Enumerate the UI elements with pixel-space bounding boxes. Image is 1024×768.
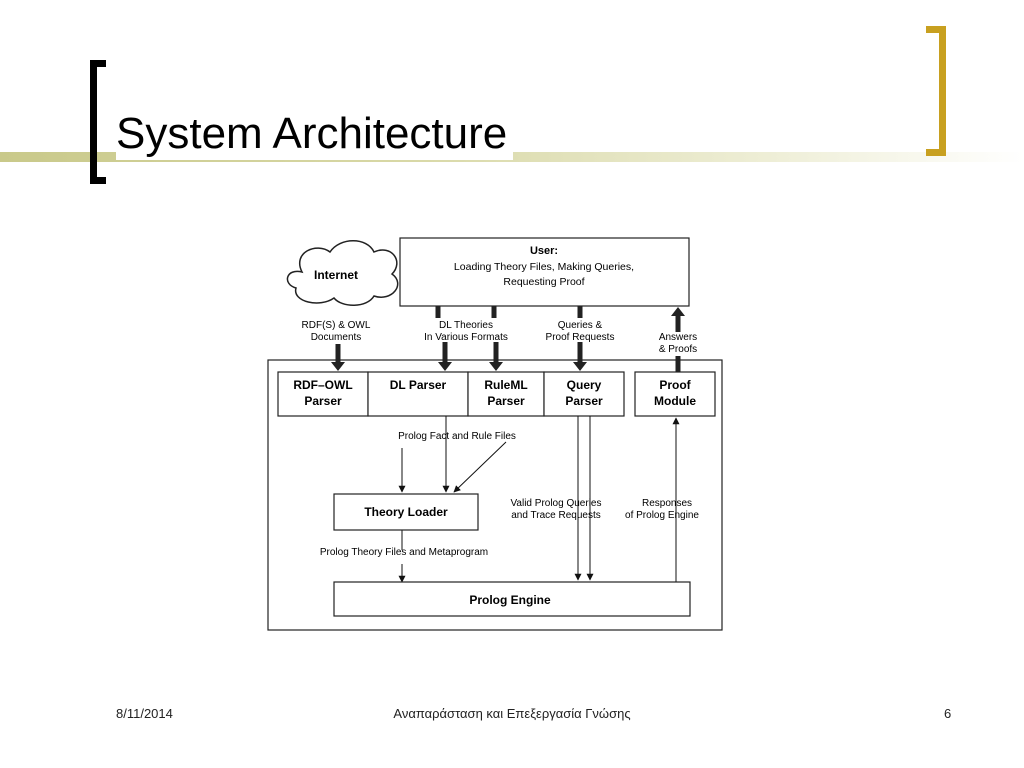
footer-course-title: Αναπαράσταση και Επεξεργασία Γνώσης xyxy=(393,706,631,721)
parser-row: RDF–OWL Parser DL Parser RuleML Parser Q… xyxy=(277,371,716,417)
ruleml-parser-label-2: Parser xyxy=(487,394,525,408)
prolog-fact-rule-label: Prolog Fact and Rule Files xyxy=(398,431,516,442)
user-line-1: Loading Theory Files, Making Queries, xyxy=(454,261,634,273)
internet-label: Internet xyxy=(314,268,358,282)
internet-cloud: Internet xyxy=(286,240,399,306)
proof-module-label-2: Module xyxy=(654,394,696,408)
valid-queries-label-1: Valid Prolog Queries xyxy=(511,498,602,509)
responses-label-2: of Prolog Engine xyxy=(625,510,699,521)
user-line-2: Requesting Proof xyxy=(503,276,584,288)
thick-arrows xyxy=(331,306,685,372)
prolog-engine-label: Prolog Engine xyxy=(469,593,551,607)
slide-title: System Architecture xyxy=(116,108,514,160)
proof-module-label-1: Proof xyxy=(659,378,691,392)
valid-queries-label-2: and Trace Requests xyxy=(511,510,601,521)
theory-loader-label: Theory Loader xyxy=(364,505,448,519)
theory-loader-box: Theory Loader xyxy=(333,493,479,531)
prolog-engine-box: Prolog Engine xyxy=(333,581,691,617)
user-box: User: Loading Theory Files, Making Queri… xyxy=(399,237,690,307)
queries-label-1: Queries & xyxy=(558,320,603,331)
queries-label-2: Proof Requests xyxy=(546,332,615,343)
user-title: User: xyxy=(530,245,558,257)
dl-parser-label: DL Parser xyxy=(390,378,447,392)
thin-arrows xyxy=(398,416,680,583)
rdf-docs-label-1: RDF(S) & OWL xyxy=(302,320,371,331)
rdf-docs-label-2: Documents xyxy=(311,332,362,343)
query-parser-label-1: Query xyxy=(567,378,602,392)
query-parser-label-2: Parser xyxy=(565,394,603,408)
rdf-owl-parser-label-1: RDF–OWL xyxy=(293,378,352,392)
dl-theories-label-2: In Various Formats xyxy=(424,332,508,343)
rdf-owl-parser-label-2: Parser xyxy=(304,394,342,408)
responses-label-1: Responses xyxy=(642,498,692,509)
page-number: 6 xyxy=(944,706,952,721)
right-bracket-decoration xyxy=(926,26,946,156)
footer-date: 8/11/2014 xyxy=(116,706,173,721)
ruleml-parser-label-1: RuleML xyxy=(484,378,527,392)
architecture-diagram: Internet User: Loading Theory Files, Mak… xyxy=(267,237,723,631)
dl-theories-label-1: DL Theories xyxy=(439,320,493,331)
left-bracket-decoration xyxy=(90,60,106,184)
answers-label-1: Answers xyxy=(659,332,697,343)
answers-label-2: & Proofs xyxy=(659,344,697,355)
prolog-theory-files-label: Prolog Theory Files and Metaprogram xyxy=(320,547,488,558)
